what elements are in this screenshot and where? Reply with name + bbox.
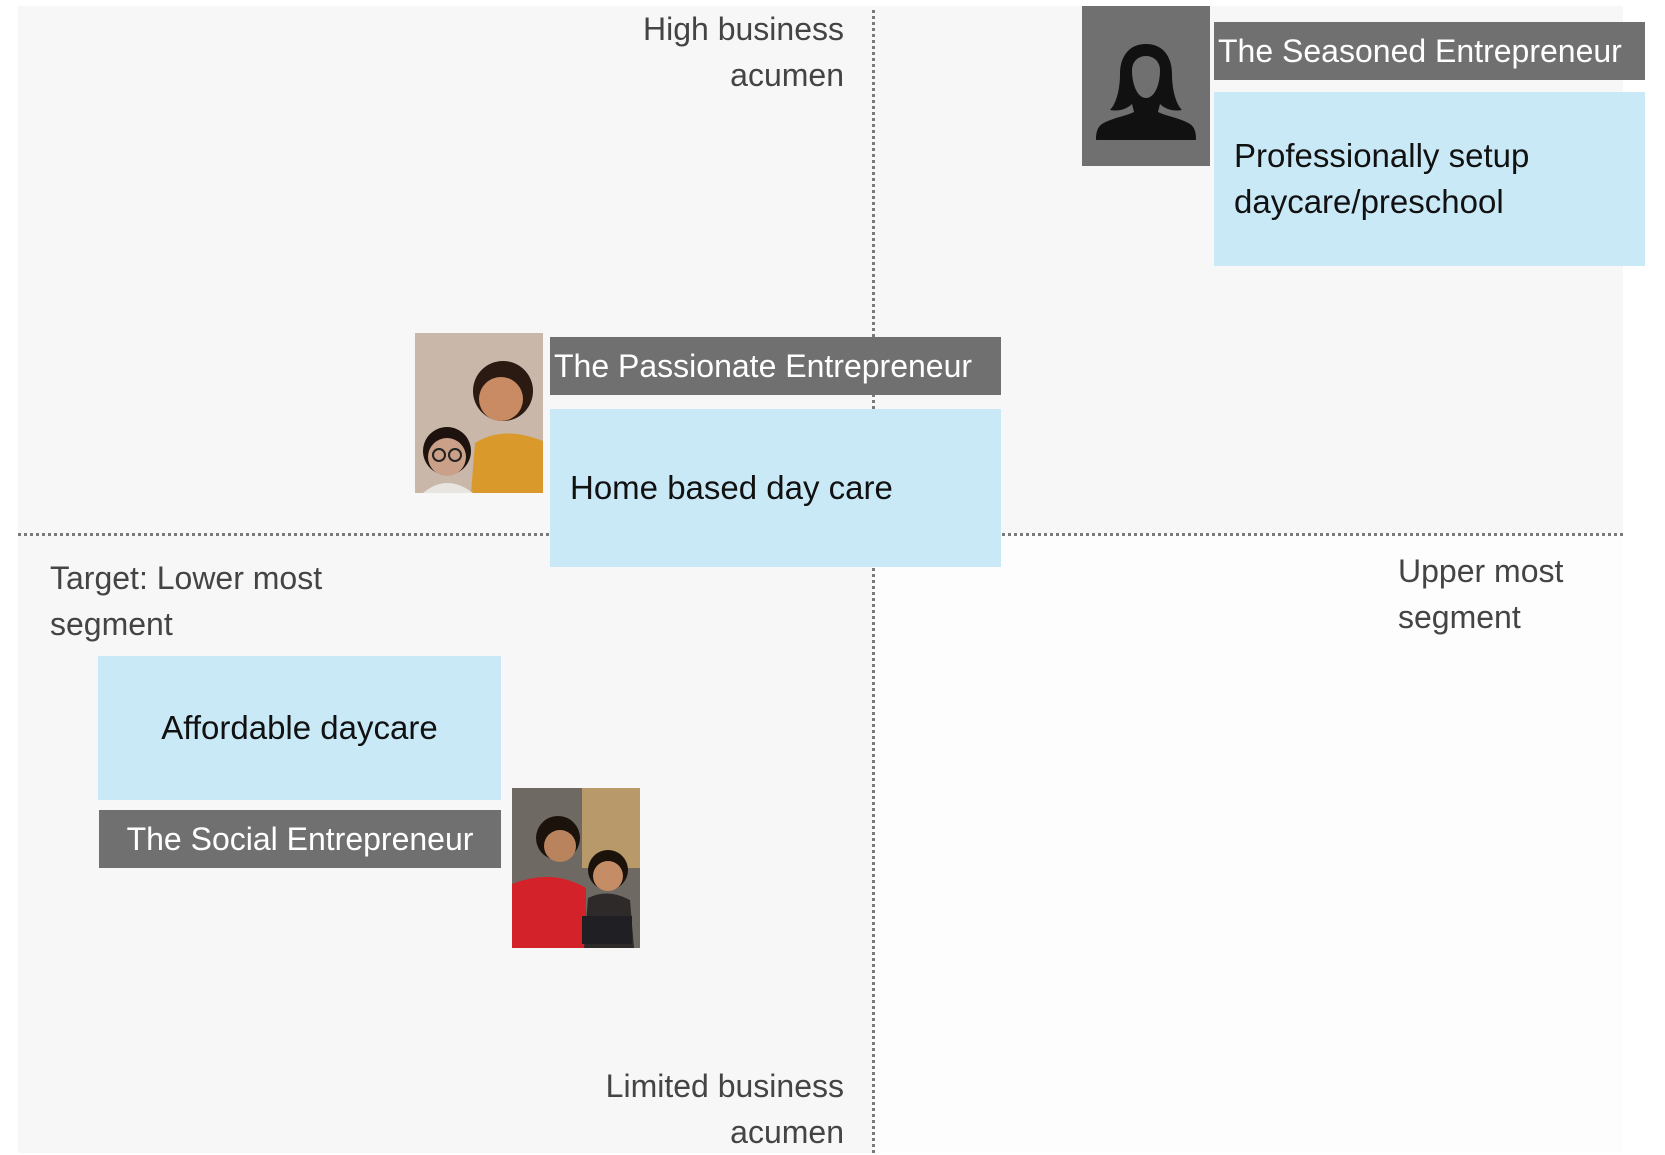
axis-label-limited-business-acumen: Limited business acumen [605, 1068, 844, 1150]
passionate-description-text: Home based day care [570, 469, 893, 506]
mother-child-photo-passionate [415, 333, 543, 493]
female-silhouette-icon [1082, 6, 1210, 166]
seasoned-entrepreneur-description: Professionally setup daycare/preschool [1214, 92, 1645, 266]
seasoned-entrepreneur-title: The Seasoned Entrepreneur [1214, 22, 1645, 80]
social-entrepreneur-title: The Social Entrepreneur [99, 810, 501, 868]
social-entrepreneur-description: Affordable daycare [98, 656, 501, 800]
seasoned-description-text: Professionally setup daycare/preschool [1234, 137, 1530, 220]
axis-label-lower-most-segment: Target: Lower most segment [50, 560, 323, 642]
quadrant-bottom-right [872, 533, 1623, 1153]
passionate-entrepreneur-title: The Passionate Entrepreneur [550, 337, 1001, 395]
vertical-axis-line [872, 10, 875, 1153]
axis-label-high-business-acumen: High business acumen [643, 11, 844, 93]
social-description-text: Affordable daycare [161, 709, 438, 746]
axis-label-upper-most-segment: Upper most segment [1398, 553, 1564, 635]
mother-child-photo-social [512, 788, 640, 948]
passionate-entrepreneur-description: Home based day care [550, 409, 1001, 567]
